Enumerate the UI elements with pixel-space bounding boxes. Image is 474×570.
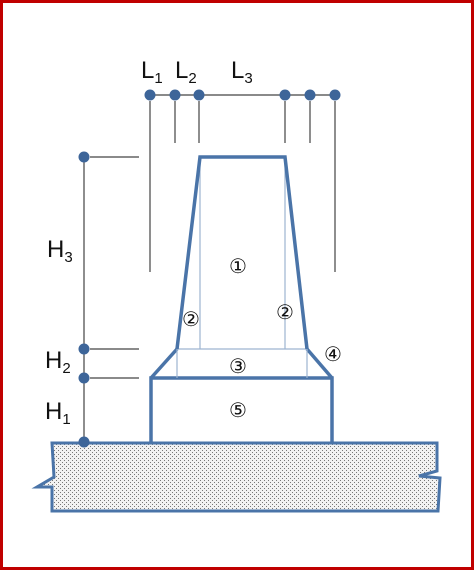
- left-dimension-dots: [78, 151, 90, 448]
- region-label-2-right: ②: [276, 300, 294, 324]
- label-H2-main: H: [45, 347, 63, 374]
- label-H2-sub: 2: [62, 360, 71, 377]
- label-H3-sub: 3: [64, 249, 73, 266]
- left-extension-lines: [90, 156, 139, 379]
- region-label-3: ③: [229, 354, 247, 378]
- region-label-5: ⑤: [229, 398, 247, 422]
- label-L1-sub: 1: [154, 70, 163, 87]
- region-4-left-slope: [149, 347, 179, 380]
- region-1-2-outline: [175, 155, 309, 350]
- label-L3-main: L: [231, 57, 245, 84]
- top-extension-lines: [149, 101, 336, 272]
- label-H2: H2: [45, 347, 71, 377]
- label-L2-main: L: [175, 57, 189, 84]
- region-4-right-slope: [305, 347, 334, 380]
- label-L1-main: L: [141, 57, 155, 84]
- label-L2: L2: [175, 57, 197, 87]
- top-dimension-dots: [144, 89, 341, 101]
- label-L3-sub: 3: [244, 70, 253, 87]
- internal-division-lines: [176, 157, 308, 378]
- label-H3-main: H: [47, 236, 65, 263]
- label-L2-sub: 2: [188, 70, 197, 87]
- label-H1: H1: [45, 398, 71, 428]
- region-5-base: [149, 376, 334, 443]
- label-L3: L3: [231, 57, 253, 87]
- label-H1-main: H: [45, 398, 63, 425]
- label-L1: L1: [141, 57, 163, 87]
- region-label-2-left: ②: [182, 307, 200, 331]
- label-H3: H3: [47, 236, 73, 266]
- label-H1-sub: 1: [62, 411, 71, 428]
- region-label-1: ①: [229, 254, 247, 278]
- region-label-4: ④: [324, 342, 342, 366]
- ground-slab: [31, 441, 442, 513]
